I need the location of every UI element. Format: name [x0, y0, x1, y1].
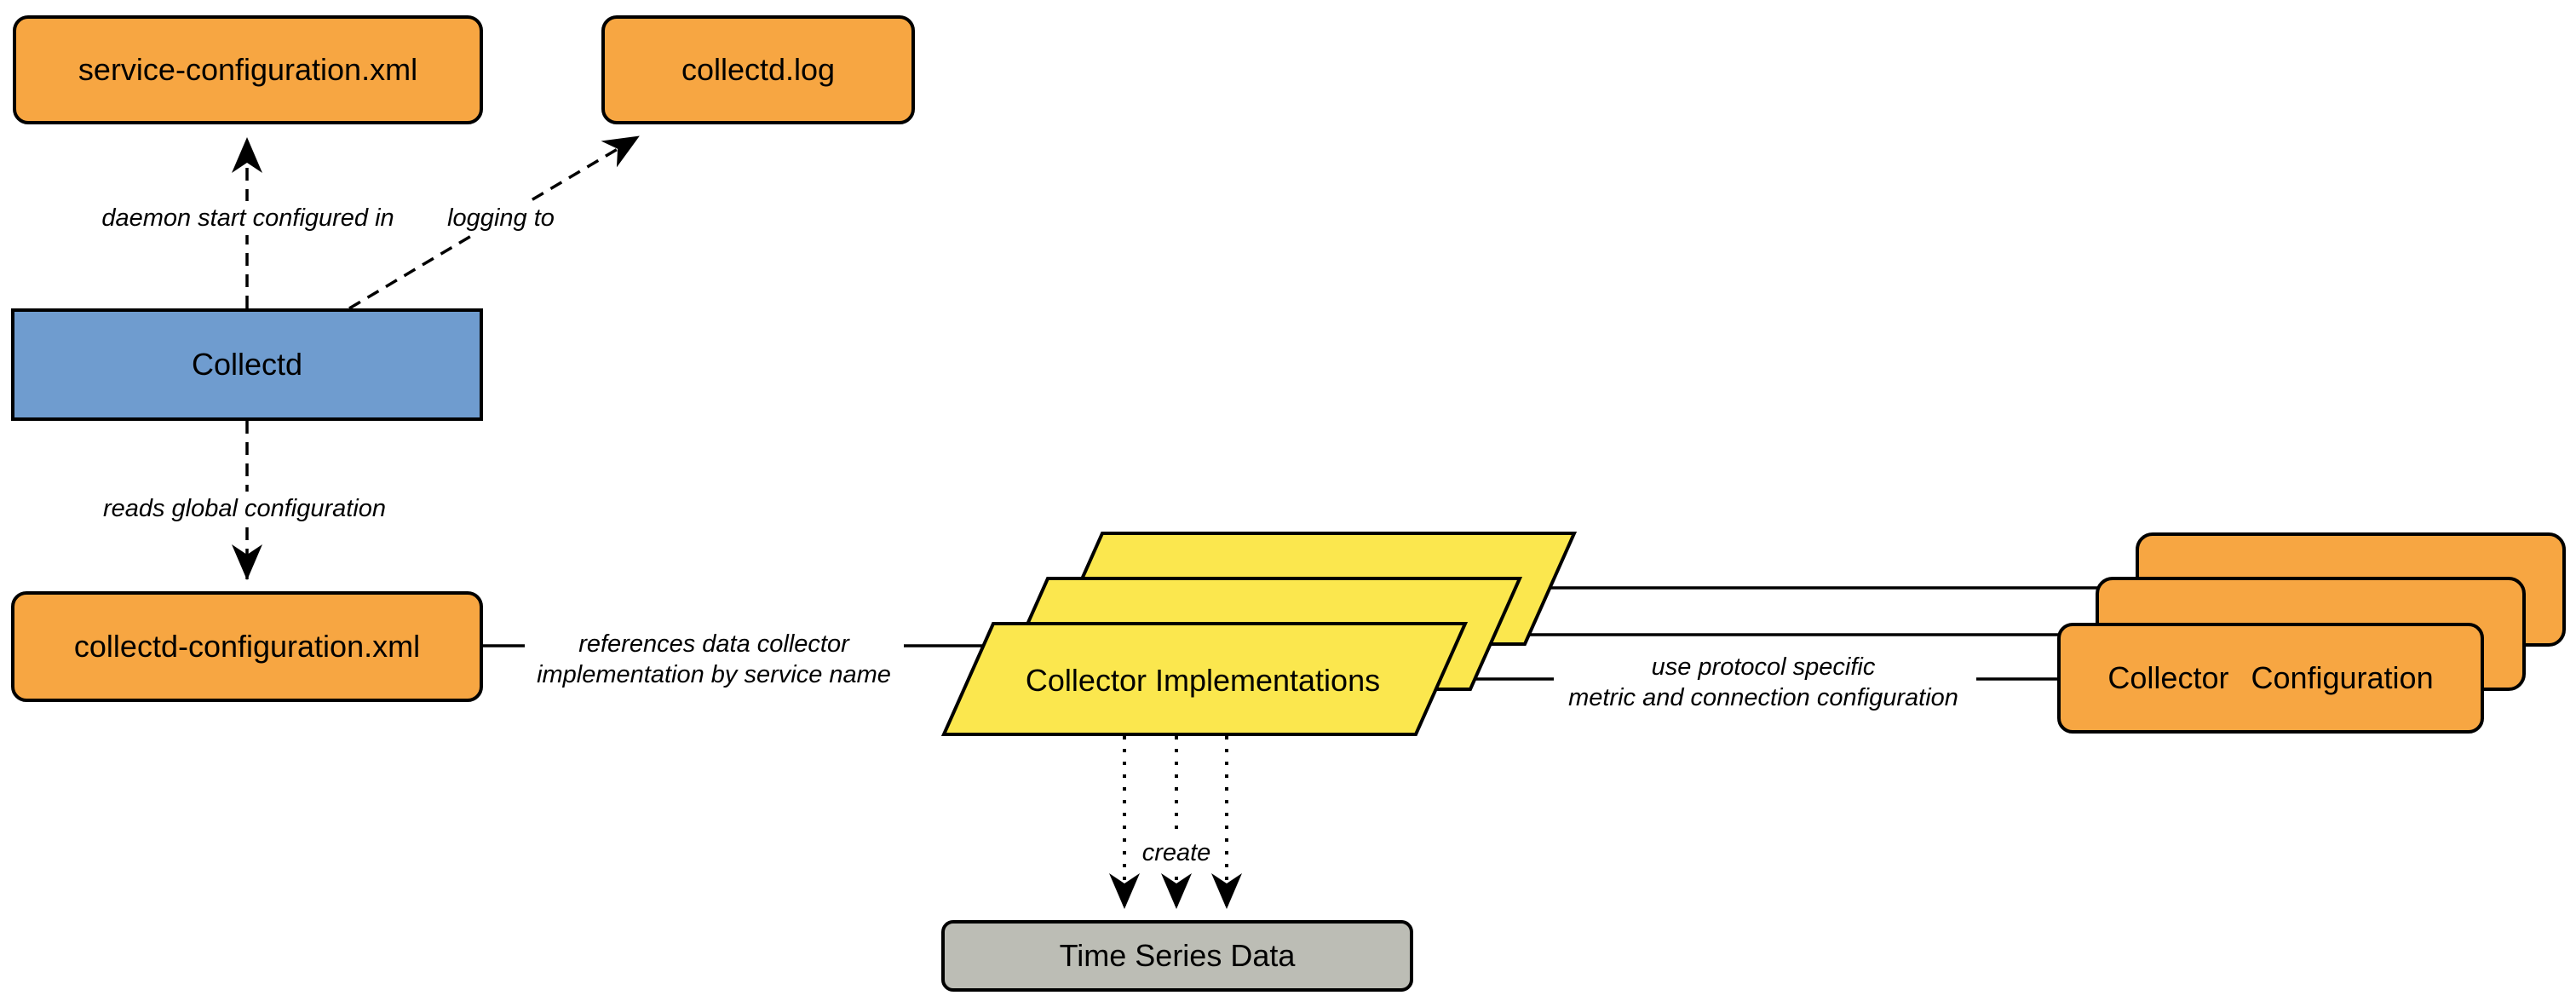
node-time-series-data: Time Series Data: [941, 920, 1413, 992]
edge-label-references-line1: references data collector: [578, 630, 849, 658]
node-collectd-log: collectd.log: [601, 15, 915, 124]
edge-label-references-line2: implementation by service name: [537, 661, 891, 688]
node-collectd-configuration-xml: collectd-configuration.xml: [11, 591, 483, 702]
node-collector-configuration: Collector Configuration: [2057, 623, 2484, 734]
node-collectd-label: Collectd: [191, 347, 303, 382]
edge-label-daemon-start-configured-in: daemon start configured in: [96, 201, 400, 235]
node-collectd-log-label: collectd.log: [681, 52, 836, 87]
edge-label-use-protocol-specific: use protocol specific metric and connect…: [1568, 652, 1958, 713]
edge-label-create: create: [1136, 836, 1216, 870]
node-collector-configuration-label: Collector Configuration: [2107, 660, 2434, 695]
edge-logging-to: [348, 135, 640, 310]
node-collectd: Collectd: [11, 308, 483, 421]
collector-implementations-card-front: [940, 622, 1469, 736]
edge-label-reads-global-configuration: reads global configuration: [97, 492, 392, 526]
node-collectd-configuration-xml-label: collectd-configuration.xml: [73, 629, 421, 664]
edge-label-references-data-collector: references data collector implementation…: [537, 629, 891, 690]
node-time-series-data-label: Time Series Data: [1059, 938, 1296, 973]
edge-label-use-protocol-line1: use protocol specific: [1651, 653, 1876, 681]
edge-label-use-protocol-line2: metric and connection configuration: [1568, 684, 1958, 711]
node-service-configuration-xml: service-configuration.xml: [13, 15, 483, 124]
node-collector-implementations-label: Collector Implementations: [1025, 663, 1381, 698]
edge-label-logging-to: logging to: [442, 201, 560, 235]
node-service-configuration-xml-label: service-configuration.xml: [78, 52, 418, 87]
